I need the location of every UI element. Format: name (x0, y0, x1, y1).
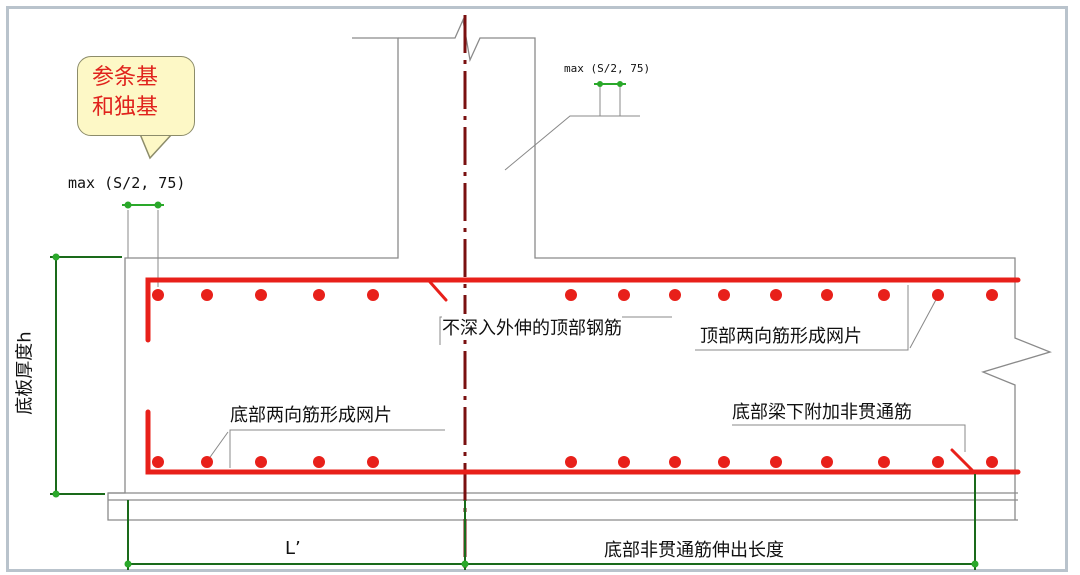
rebar-dots (152, 289, 998, 468)
callout-tail (139, 133, 173, 160)
l-prime-label: L’ (285, 538, 301, 559)
dimension-markers (52, 81, 979, 568)
structure-outline (107, 17, 1052, 521)
beam-extra-label: 底部梁下附加非贯通筋 (732, 398, 912, 424)
bottom-mesh-label: 底部两向筋形成网片 (230, 401, 392, 427)
callout-line-2: 和独基 (92, 95, 159, 120)
dimension-ticks (122, 83, 626, 206)
bottom-ext-label: 底部非贯通筋伸出长度 (604, 540, 784, 561)
top-mesh-label: 顶部两向筋形成网片 (700, 322, 862, 348)
callout-line-1: 参条基 (92, 65, 159, 90)
leader-lines (127, 82, 966, 468)
thickness-label: 底板厚度h (14, 331, 36, 415)
max-left-label: max (S/2, 75) (68, 174, 186, 192)
callout-note: 参条基 和独基 (77, 56, 195, 136)
max-top-label: max (S/2, 75) (564, 62, 651, 75)
no-top-ext-label: 不深入外伸的顶部钢筋 (442, 314, 622, 340)
rebar (145, 277, 1021, 475)
frame-border (6, 6, 1068, 572)
